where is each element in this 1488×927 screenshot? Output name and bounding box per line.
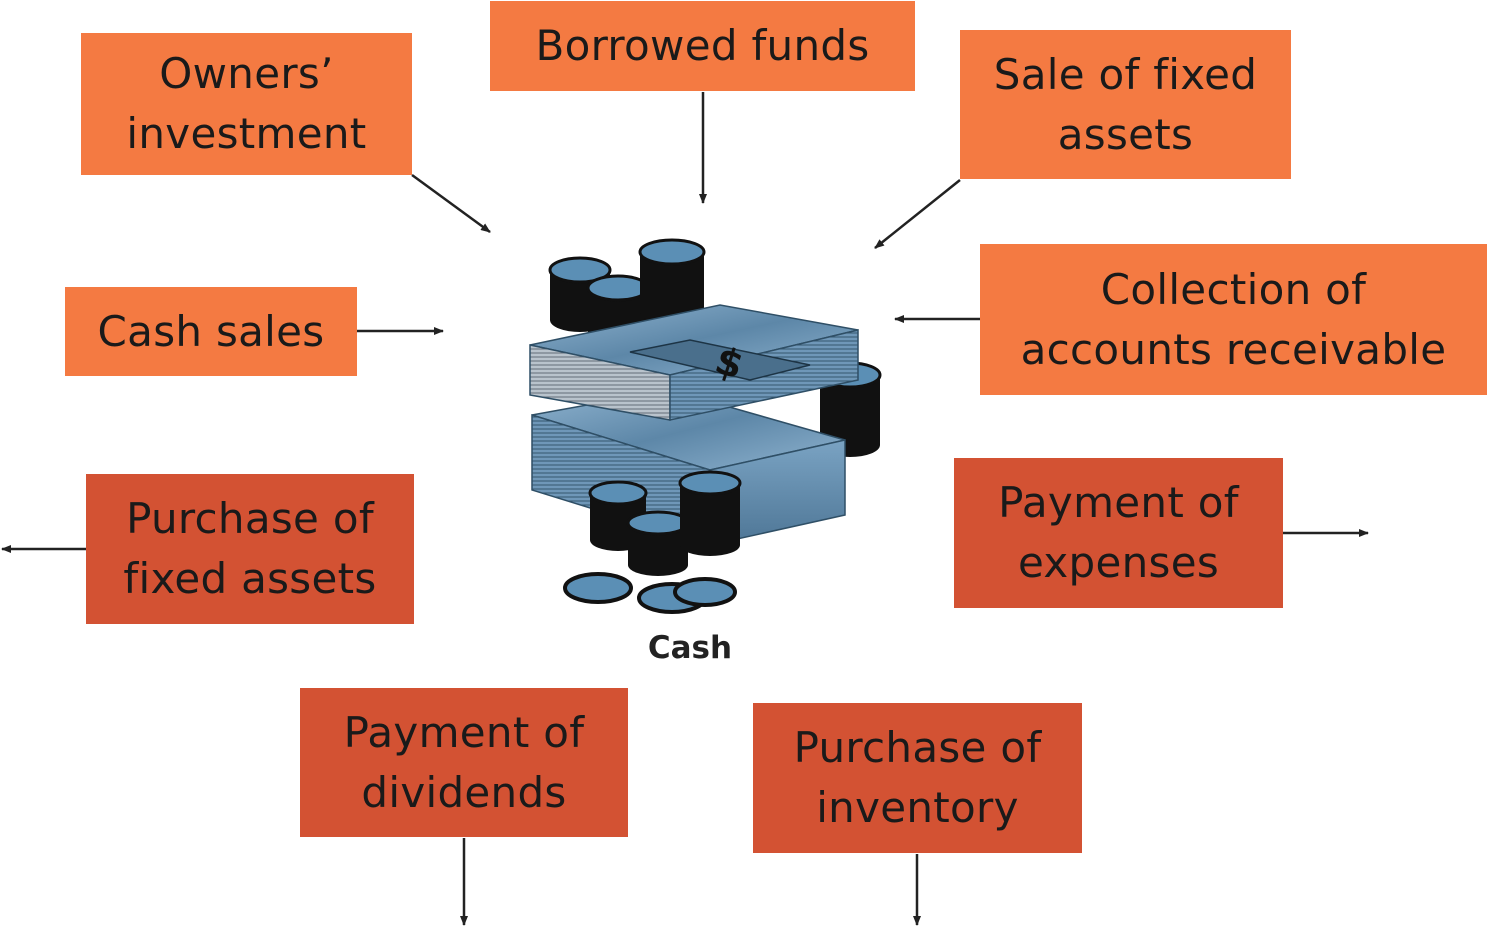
box-payment-of-expenses: Payment of expenses [954,458,1283,608]
box-line: fixed assets [123,554,377,603]
coin-stack-front [563,470,742,614]
box-owners-investment: Owners’ investment [81,33,412,175]
box-line: Payment of [343,707,585,757]
box-line: accounts receivable [1020,324,1447,374]
box-line: Borrowed funds [535,21,870,70]
box-line: Payment of [998,478,1239,527]
box-line: dividends [361,767,567,817]
box-line: Purchase of [793,723,1042,772]
box-line: Purchase of [126,494,374,543]
arrow-sale-of-fixed-assets [874,179,961,249]
arrow-owners-investment [411,173,491,234]
box-line: Collection of [1100,264,1367,314]
box-line: investment [126,109,367,158]
cash-label: Cash [647,630,733,666]
box-collection-of-accounts-receivable: Collection of accounts receivable [980,244,1487,395]
box-line: Sale of fixed [993,49,1258,99]
box-payment-of-dividends: Payment of dividends [300,688,628,837]
box-sale-of-fixed-assets: Sale of fixed assets [960,30,1291,179]
bill-stack-upper: $ [529,304,859,421]
money-stack-icon: $ [529,238,882,614]
box-purchase-of-fixed-assets: Purchase of fixed assets [86,474,414,624]
box-borrowed-funds: Borrowed funds [490,1,915,91]
box-line: expenses [1017,538,1220,587]
box-line: inventory [816,783,1019,832]
box-purchase-of-inventory: Purchase of inventory [753,703,1082,853]
box-line: Owners’ [159,49,334,98]
box-cash-sales: Cash sales [65,287,357,376]
box-line: assets [1057,109,1194,159]
box-line: Cash sales [97,306,325,356]
